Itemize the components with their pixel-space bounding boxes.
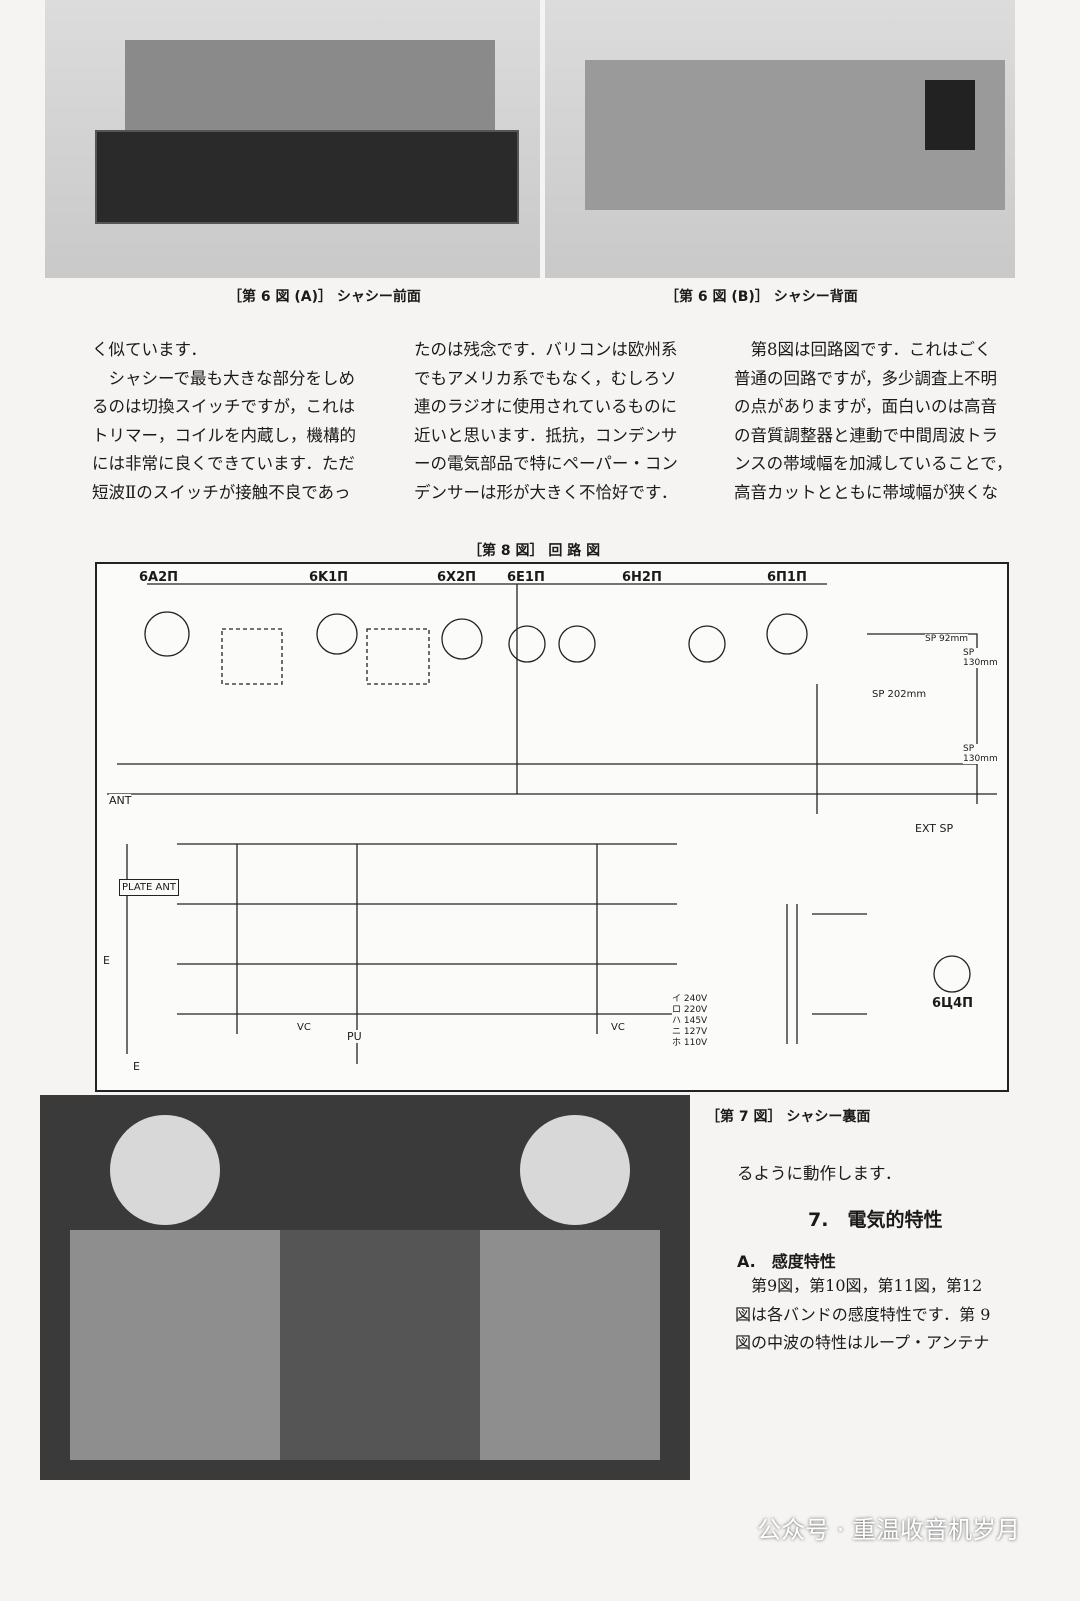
text-column-1: く似ています． シャシーで最も大きな部分をしめるのは切換スイッチですが，これはト…: [92, 336, 377, 507]
photo-chassis-back: [545, 0, 1015, 278]
text-line: ンスの帯域幅を加減していることで，: [734, 454, 1013, 473]
text-line: 高音カットとともに帯域幅が狭くな: [734, 482, 998, 502]
tube-label: 6H2П: [622, 570, 662, 585]
text-line: 近いと思います．抵抗，コンデンサ: [414, 425, 678, 445]
antenna-label: ANT: [109, 794, 132, 807]
text-line: の点がありますが，面白いのは高音: [734, 397, 998, 416]
vc-label: VC: [611, 1022, 625, 1033]
text-line: シャシーで最も大きな部分をしめ: [92, 368, 356, 388]
text-line: の音質調整器と連動で中間周波トラ: [734, 425, 998, 445]
figure-8-caption: ［第 8 図］ 回 路 図: [468, 543, 601, 559]
tube-label: 6Ц4П: [932, 996, 974, 1011]
text-line: 第9図，第10図，第11図，第12: [735, 1276, 983, 1295]
figure-6b-caption: ［第 6 図 (B)］ シャシー背面: [665, 289, 858, 305]
vc-label: VC: [297, 1022, 311, 1033]
subsection-heading: A. 感度特性: [737, 1252, 836, 1271]
text-line: ーの電気部品で特にペーパー・コン: [414, 454, 678, 473]
text-line: 第8図は回路図です．これはごく: [734, 340, 992, 359]
text-column-right: 第9図，第10図，第11図，第12 図は各バンドの感度特性です．第 9 図の中波の特…: [735, 1272, 1020, 1358]
voltage-label: イ 240V: [672, 994, 708, 1004]
speaker-label: SP 130mm: [963, 744, 1007, 764]
pickup-label: PU: [347, 1030, 362, 1043]
text-line: には非常に良くできています．ただ: [92, 454, 355, 473]
figure-7-caption: ［第 7 図］ シャシー裏面: [706, 1109, 871, 1125]
text-line: 図は各バンドの感度特性です．第 9: [735, 1304, 991, 1324]
text-column-3: 第8図は回路図です．これはごく普通の回路ですが，多少調査上不明の点がありますが，…: [734, 336, 1019, 507]
earth-label: E: [103, 954, 110, 967]
tube-label: 6П1П: [767, 570, 807, 585]
speaker-label: SP 130mm: [963, 648, 1007, 668]
text-line: 短波Ⅱのスイッチが接触不良であっ: [92, 482, 351, 502]
text-line: 普通の回路ですが，多少調査上不明: [734, 368, 998, 388]
text-column-2: たのは残念です．バリコンは欧州系でもアメリカ系でもなく，むしろソ連のラジオに使用…: [414, 336, 699, 507]
text-line: トリマー，コイルを内蔵し，機構的: [92, 425, 356, 445]
text-line: たのは残念です．バリコンは欧州系: [414, 340, 678, 359]
earth-label: E: [133, 1060, 140, 1073]
photo-chassis-front: [45, 0, 540, 278]
figure-6a-caption: ［第 6 図 (A)］ シャシー前面: [228, 289, 421, 305]
tube-label: 6K1П: [309, 570, 349, 585]
tube-label: 6X2П: [437, 570, 476, 585]
tube-label: 6E1П: [507, 570, 545, 585]
ext-speaker-label: EXT SP: [915, 822, 954, 835]
voltage-label: ニ 127V: [672, 1027, 708, 1037]
voltage-label: ハ 145V: [672, 1016, 708, 1026]
voltage-label: ロ 220V: [672, 1005, 708, 1015]
speaker-label: SP 92mm: [925, 634, 968, 644]
text-line: く似ています．: [92, 340, 207, 359]
text-line: でもアメリカ系でもなく，むしろソ: [414, 368, 677, 388]
circuit-schematic: 6A2П 6K1П 6X2П 6E1П 6H2П 6П1П 6Ц4П ANT P…: [95, 562, 1009, 1092]
text-line: るように動作します．: [737, 1164, 902, 1183]
speaker-label: SP 202mm: [872, 689, 927, 700]
text-line: るのは切換スイッチですが，これは: [92, 397, 356, 416]
photo-chassis-underside: [40, 1095, 690, 1480]
voltage-label: ホ 110V: [672, 1038, 708, 1048]
text-line: デンサーは形が大きく不恰好です．: [414, 482, 678, 502]
plate-ant-label: PLATE ANT: [119, 879, 179, 896]
section-heading: 7. 電気的特性: [808, 1209, 943, 1231]
tube-label: 6A2П: [139, 570, 179, 585]
watermark: 公众号 · 重温收音机岁月: [757, 1516, 1020, 1544]
text-line: 図の中波の特性はループ・アンテナ: [735, 1333, 990, 1352]
text-line: 連のラジオに使用されているものに: [414, 397, 678, 416]
tube-symbols: [144, 611, 971, 993]
